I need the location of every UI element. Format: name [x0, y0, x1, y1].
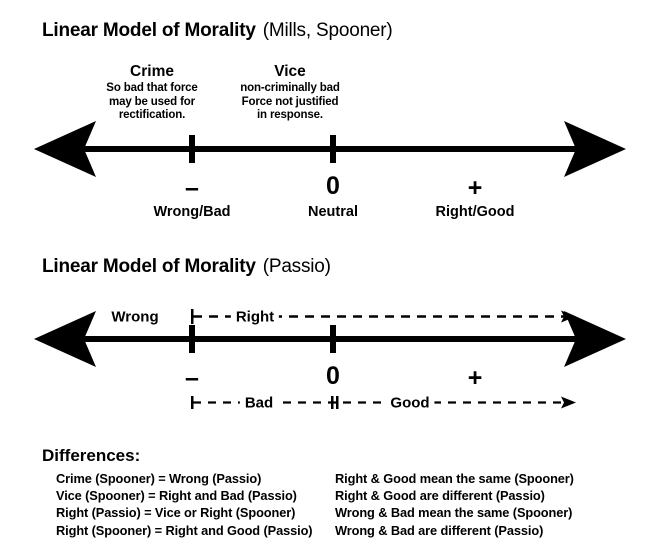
difference-item: Crime (Spooner) = Wrong (Passio): [56, 471, 262, 486]
callout-vice-line-1: non-criminally bad: [240, 82, 340, 95]
callout-crime-line-2: may be used for: [109, 95, 195, 108]
tick-minus: [189, 135, 195, 163]
span-label-right: Right: [230, 309, 280, 325]
callout-vice-head: Vice: [274, 63, 306, 80]
sign-plus-spooner: +: [467, 174, 483, 202]
difference-item: Vice (Spooner) = Right and Bad (Passio): [56, 488, 297, 504]
number-line-spooner: [34, 121, 626, 177]
section-title-main-passio: Linear Model of Morality: [42, 256, 256, 277]
span-label-bad: Bad: [239, 395, 279, 411]
axis-label-wrong-bad: Wrong/Bad: [153, 204, 231, 220]
sign-minus-spooner: –: [185, 174, 199, 202]
span-good-arrowhead-icon: [561, 396, 576, 409]
section-title-passio: Linear Model of Morality (Passio): [42, 256, 331, 278]
arrowhead-left-icon: [34, 121, 96, 177]
span-zero-cross-tick-2: [336, 396, 339, 409]
difference-item: Right (Passio) = Vice or Right (Spooner): [56, 505, 296, 521]
callout-crime-line-1: So bad that force: [106, 82, 198, 95]
span-right-start-bracket: [191, 309, 194, 324]
number-line-passio: [34, 311, 626, 367]
section-title-sub-passio: (Passio): [262, 256, 331, 277]
span-label-good: Good: [385, 395, 435, 411]
sign-zero-spooner: 0: [326, 172, 340, 200]
span-bad-start-bracket: [191, 396, 194, 409]
callout-crime: Crime So bad that force may be used for …: [72, 63, 232, 123]
span-bad-good-passio: [191, 396, 576, 409]
callout-crime-line-3: rectification.: [118, 109, 186, 122]
difference-item: Wrong & Bad mean the same (Spooner): [335, 505, 573, 521]
difference-item: Right & Good mean the same (Spooner): [335, 471, 574, 486]
span-label-wrong: Wrong: [111, 308, 159, 326]
sign-zero-passio: 0: [326, 362, 340, 390]
callout-crime-head: Crime: [130, 63, 174, 80]
difference-item: Right (Spooner) = Right and Good (Passio…: [56, 522, 313, 538]
axis-label-right-good: Right/Good: [435, 204, 515, 220]
differences-right-column: Right & Good mean the same (Spooner) Rig…: [335, 470, 574, 539]
callout-vice-line-3: in response.: [257, 109, 323, 122]
axis-label-neutral: Neutral: [308, 204, 358, 220]
callout-vice: Vice non-criminally bad Force not justif…: [210, 63, 370, 123]
sign-minus-passio: –: [185, 364, 199, 392]
callout-vice-line-2: Force not justified: [241, 95, 339, 108]
arrowhead-right-passio-icon: [564, 311, 626, 367]
arrowhead-left-passio-icon: [34, 311, 96, 367]
tick-minus-passio: [189, 325, 195, 353]
section-title-main-spooner: Linear Model of Morality: [42, 20, 256, 41]
differences-left-column: Crime (Spooner) = Wrong (Passio) Vice (S…: [56, 470, 313, 539]
section-title-spooner: Linear Model of Morality (Mills, Spooner): [42, 20, 393, 42]
difference-item: Wrong & Bad are different (Passio): [335, 522, 544, 538]
arrowhead-right-icon: [564, 121, 626, 177]
span-zero-cross-tick: [331, 396, 334, 409]
differences-title: Differences:: [42, 446, 141, 465]
sign-plus-passio: +: [467, 364, 483, 392]
difference-item: Right & Good are different (Passio): [335, 488, 545, 504]
tick-zero: [330, 135, 336, 163]
section-title-sub-spooner: (Mills, Spooner): [262, 20, 393, 41]
tick-zero-passio: [330, 325, 336, 353]
